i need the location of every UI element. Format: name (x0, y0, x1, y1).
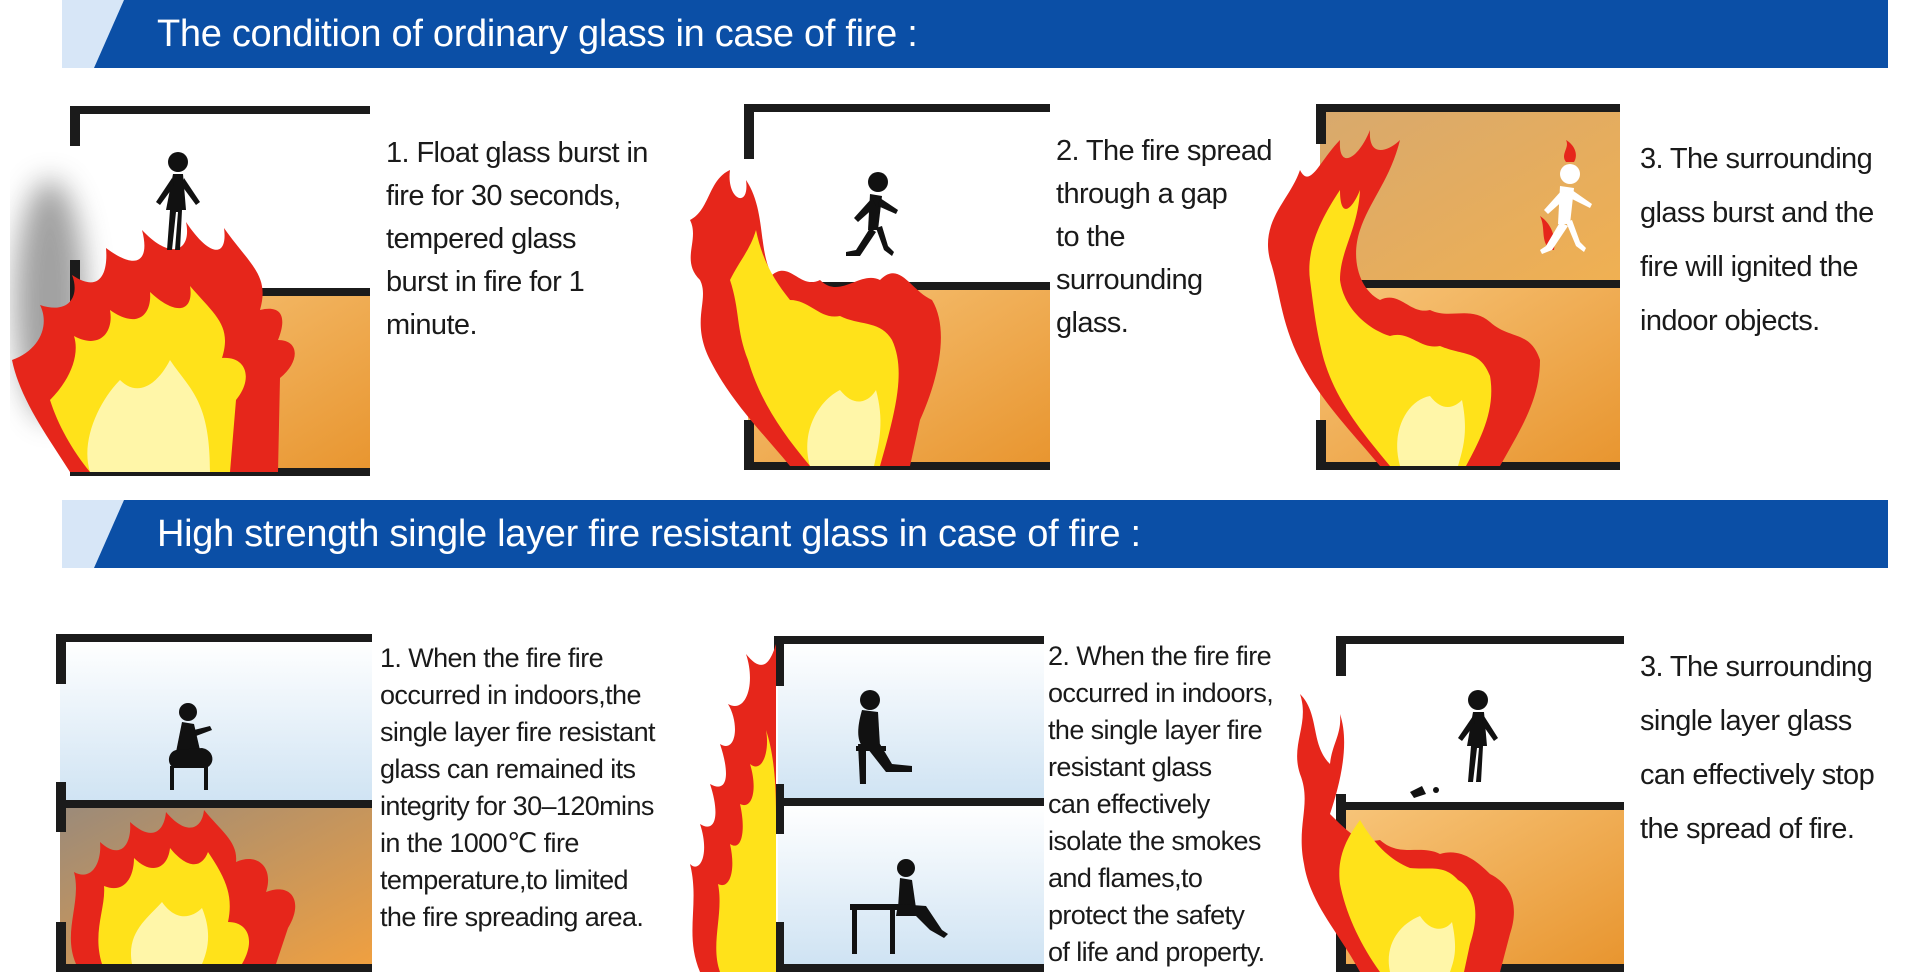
text-line: glass burst and the (1640, 197, 1874, 229)
wall (774, 636, 1044, 644)
text-line: fire for 30 seconds, (386, 180, 621, 212)
floor-slab (1336, 802, 1624, 810)
diagram-2-2 (680, 634, 1050, 975)
text-line: temperature,to limited (380, 865, 629, 895)
text-line: single layer fire resistant (380, 717, 656, 747)
wall (56, 782, 66, 832)
section-2-title: High strength single layer fire resistan… (157, 513, 1141, 555)
seated-person-icon (168, 703, 213, 790)
wall (56, 634, 372, 642)
fire-icon (70, 810, 296, 964)
diagram-2-3 (1280, 634, 1630, 975)
wall (70, 106, 80, 146)
banner-shape (62, 500, 1888, 568)
wall (744, 104, 1050, 112)
step-2-1-text: 1. When the fire fire occurred in indoor… (380, 640, 656, 936)
text-line: 1. When the fire fire (380, 643, 604, 673)
text-line: single layer glass (1640, 705, 1852, 737)
text-line: and flames,to (1048, 863, 1203, 893)
wall (774, 784, 784, 834)
wall (774, 964, 1044, 972)
text-line: the spread of fire. (1640, 813, 1855, 845)
text-line: to the (1056, 221, 1126, 253)
floor-slab (1316, 280, 1620, 288)
section-2-banner: High strength single layer fire resistan… (62, 500, 1888, 568)
text-line: occurred in indoors, (1048, 678, 1274, 708)
wall (1316, 420, 1326, 470)
text-line: indoor objects. (1640, 305, 1820, 337)
text-line: through a gap (1056, 178, 1228, 210)
diagram-1-2 (670, 100, 1060, 482)
text-line: resistant glass (1048, 752, 1212, 782)
diagram-1-1 (10, 100, 380, 482)
wall (1336, 636, 1624, 644)
wall (1336, 636, 1346, 676)
fire-icon (12, 222, 295, 472)
wall (744, 104, 754, 159)
text-line: fire will ignited the (1640, 251, 1859, 283)
text-line: 3. The surrounding (1640, 143, 1873, 175)
text-line: surrounding (1056, 264, 1203, 296)
text-line: integrity for 30–120mins (380, 791, 654, 821)
section-1-banner: The condition of ordinary glass in case … (62, 0, 1888, 68)
fire-icon (690, 170, 941, 466)
wall (774, 922, 784, 972)
wall (774, 636, 784, 686)
wall (1336, 924, 1346, 972)
step-2-2-text: 2. When the fire fire occurred in indoor… (1048, 638, 1274, 971)
text-line: 3. The surrounding (1640, 651, 1873, 683)
diagram-1-3 (1240, 100, 1630, 482)
step-1-2-text: 2. The fire spread through a gap to the … (1056, 130, 1273, 345)
text-line: the fire spreading area. (380, 902, 644, 932)
text-line: 1. Float glass burst in (386, 137, 648, 169)
running-person-icon (846, 172, 898, 256)
fire-icon (1267, 130, 1540, 466)
wall (1336, 794, 1346, 834)
text-line: burst in fire for 1 (386, 266, 585, 298)
text-line: in the 1000℃ fire (380, 828, 579, 858)
text-line: tempered glass (386, 223, 576, 255)
wall (70, 106, 370, 114)
text-line: isolate the smokes (1048, 826, 1261, 856)
section-1-title: The condition of ordinary glass in case … (157, 13, 918, 55)
standing-person-icon (1410, 690, 1498, 798)
step-1-1-text: 1. Float glass burst in fire for 30 seco… (386, 132, 648, 347)
wall (56, 922, 66, 972)
wall (744, 420, 754, 470)
wall (1316, 104, 1620, 112)
floor-slab (56, 800, 372, 808)
wall (1316, 104, 1326, 144)
text-line: the single layer fire (1048, 715, 1263, 745)
text-line: can effectively stop (1640, 759, 1875, 791)
diagram-2-1 (52, 632, 378, 975)
floor-slab (774, 798, 1044, 806)
text-line: occurred in indoors,the (380, 680, 641, 710)
text-line: of life and property. (1048, 937, 1265, 967)
step-2-3-text: 3. The surrounding single layer glass ca… (1640, 640, 1875, 856)
fire-icon (690, 644, 776, 972)
text-line: glass can remained its (380, 754, 636, 784)
standing-person-icon (156, 152, 200, 250)
text-line: protect the safety (1048, 900, 1245, 930)
seated-man-icon (850, 859, 948, 954)
wall (56, 634, 66, 684)
step-1-3-text: 3. The surrounding glass burst and the f… (1640, 132, 1874, 348)
banner-shape (62, 0, 1888, 68)
text-line: can effectively (1048, 789, 1210, 819)
text-line: 2. The fire spread (1056, 135, 1273, 167)
text-line: 2. When the fire fire (1048, 641, 1272, 671)
upper-room (778, 642, 1044, 800)
seated-woman-icon (856, 690, 912, 784)
text-line: minute. (386, 309, 478, 341)
fire-icon (1297, 694, 1514, 972)
wall (56, 964, 372, 972)
upper-room (748, 110, 1050, 286)
burning-person-icon (1540, 140, 1592, 254)
upper-room (60, 640, 372, 804)
text-line: glass. (1056, 307, 1129, 339)
